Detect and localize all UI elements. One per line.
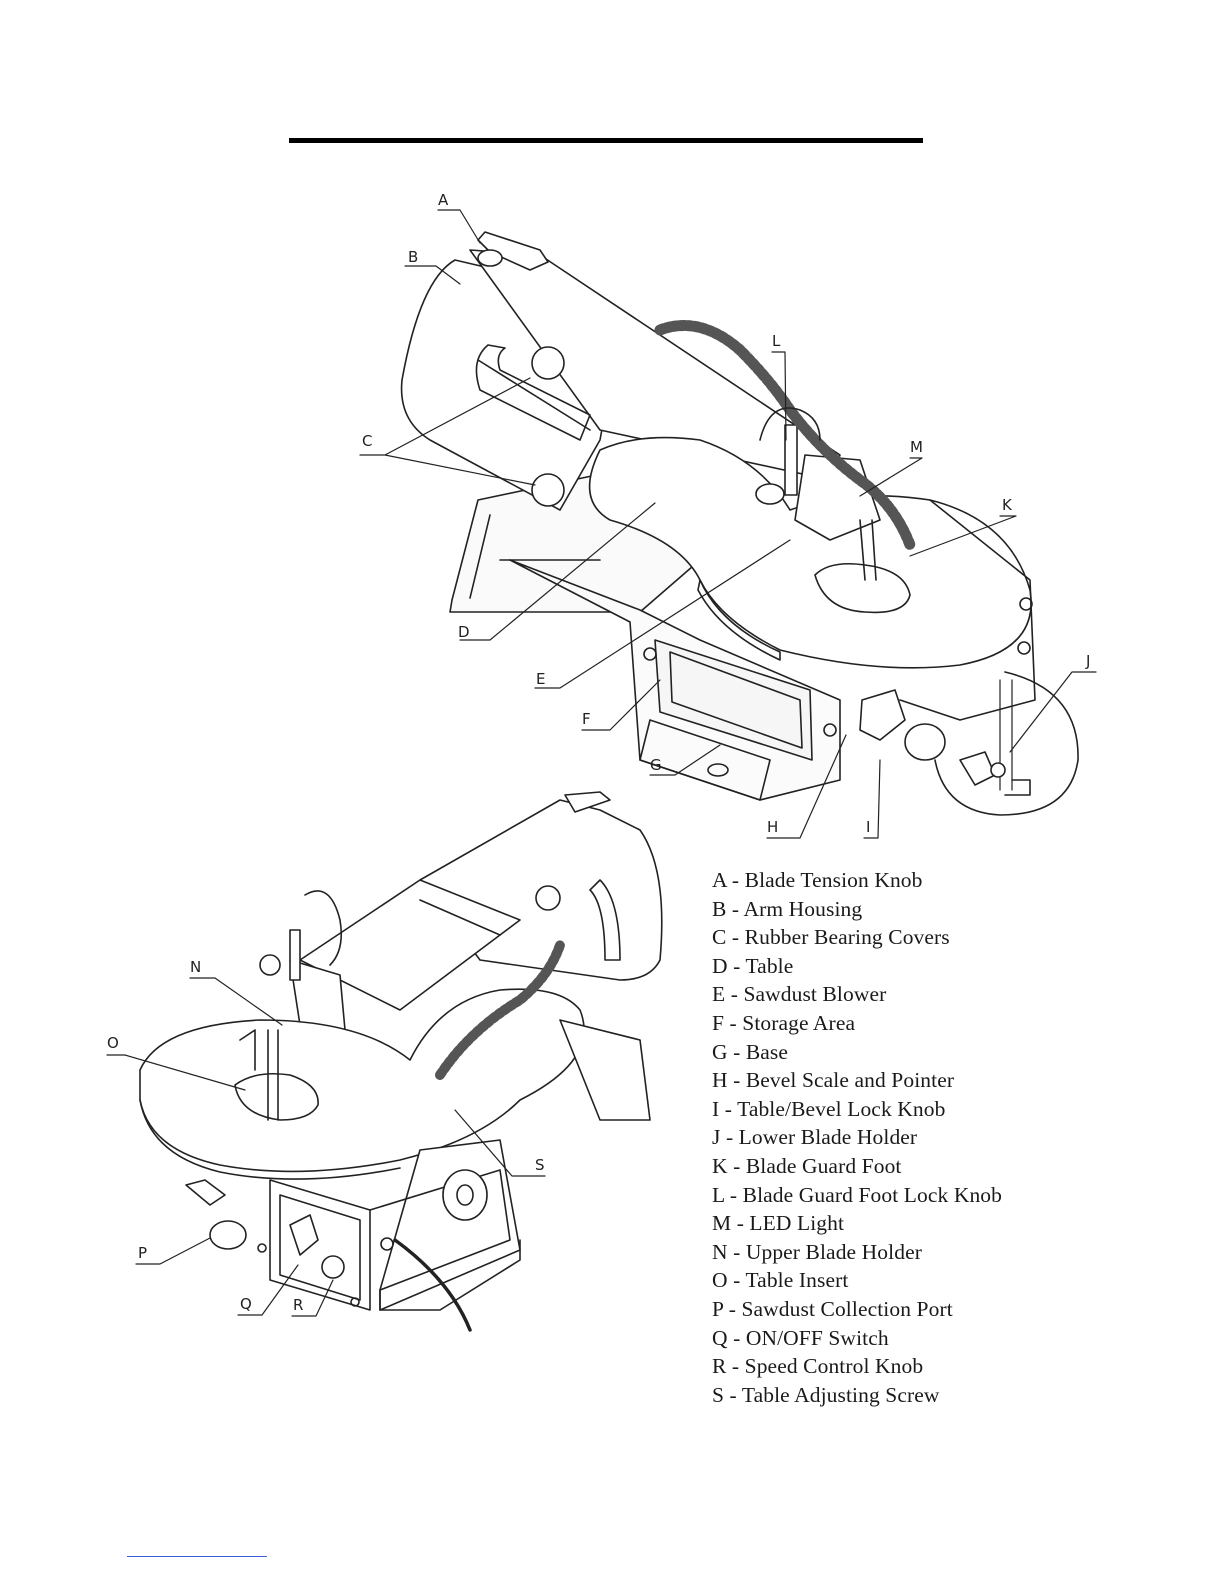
legend-item: C - Rubber Bearing Covers (712, 925, 950, 950)
callout-N: N (190, 958, 201, 976)
legend-item: B - Arm Housing (712, 896, 863, 921)
legend-item: S - Table Adjusting Screw (712, 1382, 940, 1407)
callout-C: C (362, 432, 372, 450)
legend-item: O - Table Insert (712, 1268, 849, 1293)
parts-legend: A - Blade Tension Knob B - Arm Housing C… (712, 866, 1002, 1409)
legend-item: P - Sawdust Collection Port (712, 1296, 953, 1321)
legend-item: E - Sawdust Blower (712, 982, 887, 1007)
legend-item: I - Table/Bevel Lock Knob (712, 1096, 946, 1121)
callout-S: S (535, 1156, 545, 1174)
legend-item: Q - ON/OFF Switch (712, 1325, 889, 1350)
callout-Q: Q (240, 1295, 252, 1313)
legend-item: K - Blade Guard Foot (712, 1153, 902, 1178)
legend-item: F - Storage Area (712, 1010, 856, 1035)
legend-item: A - Blade Tension Knob (712, 868, 923, 892)
legend-item: N - Upper Blade Holder (712, 1239, 922, 1264)
callout-D: D (458, 623, 470, 641)
legend-item: D - Table (712, 953, 794, 978)
footer-rule (127, 1556, 267, 1557)
saw-illustration-top (400, 231, 1079, 816)
callout-F: F (582, 710, 591, 728)
leader-lines (106, 209, 1097, 1317)
callout-J: J (1085, 652, 1090, 670)
title-rule (289, 138, 923, 143)
callout-K: K (1002, 496, 1013, 514)
callout-A: A (438, 191, 449, 209)
legend-item: R - Speed Control Knob (712, 1354, 924, 1379)
callout-E: E (536, 670, 545, 688)
callout-P: P (138, 1244, 147, 1262)
legend-item: H - Bevel Scale and Pointer (712, 1068, 955, 1093)
legend-item: G - Base (712, 1039, 789, 1064)
callout-M: M (910, 438, 923, 456)
legend-item: L - Blade Guard Foot Lock Knob (712, 1182, 1003, 1207)
callout-G: G (650, 756, 662, 774)
callout-H: H (767, 818, 778, 836)
callout-O: O (107, 1034, 119, 1052)
callout-I: I (866, 818, 870, 836)
callout-R: R (293, 1296, 303, 1314)
callout-B: B (408, 248, 418, 266)
callout-labels: A B C D E F G H I J K L M N O P Q R S (107, 191, 1090, 1314)
legend-item: M - LED Light (712, 1211, 845, 1236)
callout-L: L (772, 332, 781, 350)
legend-item: J - Lower Blade Holder (712, 1125, 918, 1150)
saw-illustration-bottom (139, 791, 663, 1332)
